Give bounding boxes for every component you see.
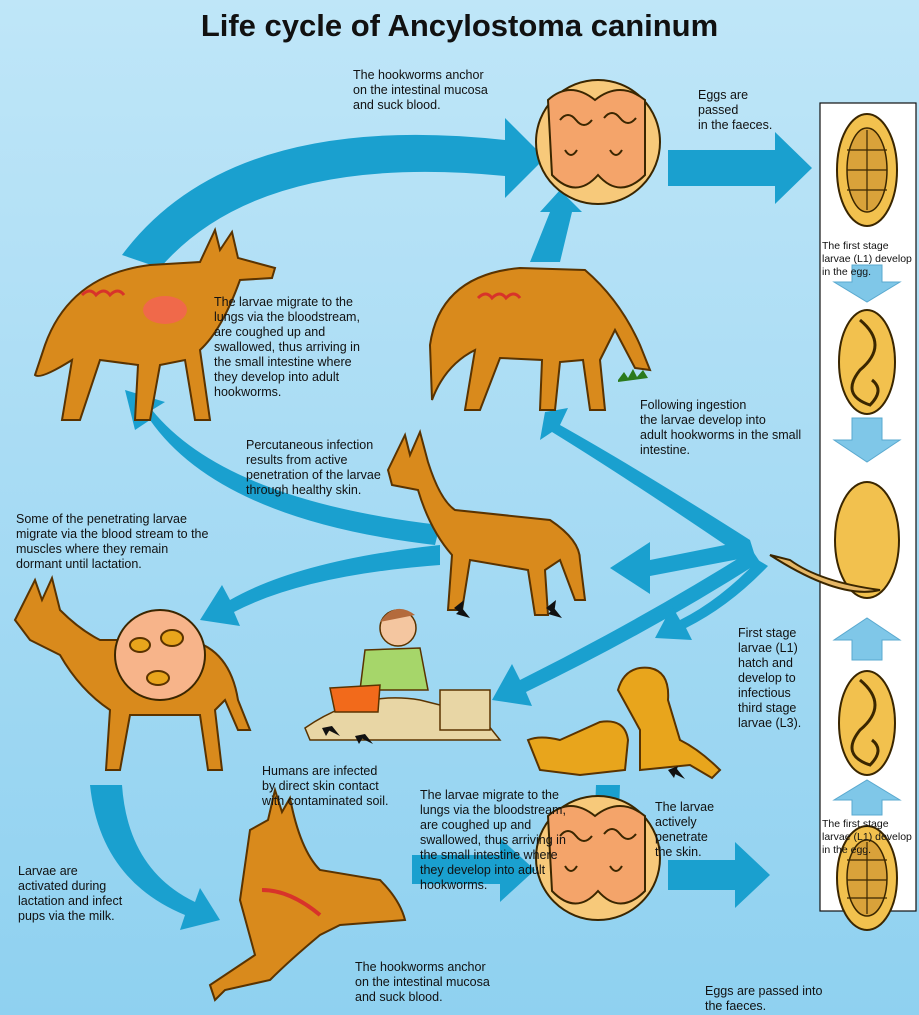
label-lactation: Larvae are activated during lactation an… <box>18 864 122 924</box>
grass <box>618 369 648 382</box>
label-l1-top: The first stage larvae (L1) develop in t… <box>822 240 912 279</box>
child-figure <box>305 609 500 740</box>
label-anchor-top: The hookworms anchor on the intestinal m… <box>353 68 488 113</box>
label-migrate-lungs-bottom: The larvae migrate to the lungs via the … <box>420 788 566 893</box>
label-anchor-bottom: The hookworms anchor on the intestinal m… <box>355 960 490 1005</box>
label-l1-bottom: The first stage larvae (L1) develop in t… <box>822 818 912 857</box>
dog-top-middle <box>430 268 650 410</box>
intestine-circle-top <box>536 80 660 204</box>
arrow-eggs-passed-top <box>668 132 812 204</box>
arrow-ingestion-up <box>530 190 582 262</box>
label-eggs-bottom: Eggs are passed into the faeces. <box>705 984 822 1014</box>
egg-larva-top <box>839 310 895 414</box>
pups <box>528 668 720 778</box>
label-penetrating-muscles: Some of the penetrating larvae migrate v… <box>16 512 208 572</box>
label-humans: Humans are infected by direct skin conta… <box>262 764 388 809</box>
label-actively-penetrate: The larvae actively penetrate the skin. <box>655 800 714 860</box>
label-ingestion: Following ingestion the larvae develop i… <box>640 398 801 458</box>
label-percutaneous: Percutaneous infection results from acti… <box>246 438 381 498</box>
page-title: Life cycle of Ancylostoma caninum <box>0 8 919 44</box>
label-eggs-top: Eggs are passed in the faeces. <box>698 88 772 133</box>
label-hatch: First stage larvae (L1) hatch and develo… <box>738 626 801 731</box>
egg-larva-bottom <box>839 671 895 775</box>
egg-morula-top <box>837 114 897 226</box>
arrow-to-top-intestine <box>122 118 545 268</box>
label-migrate-lungs-top: The larvae migrate to the lungs via the … <box>214 295 360 400</box>
